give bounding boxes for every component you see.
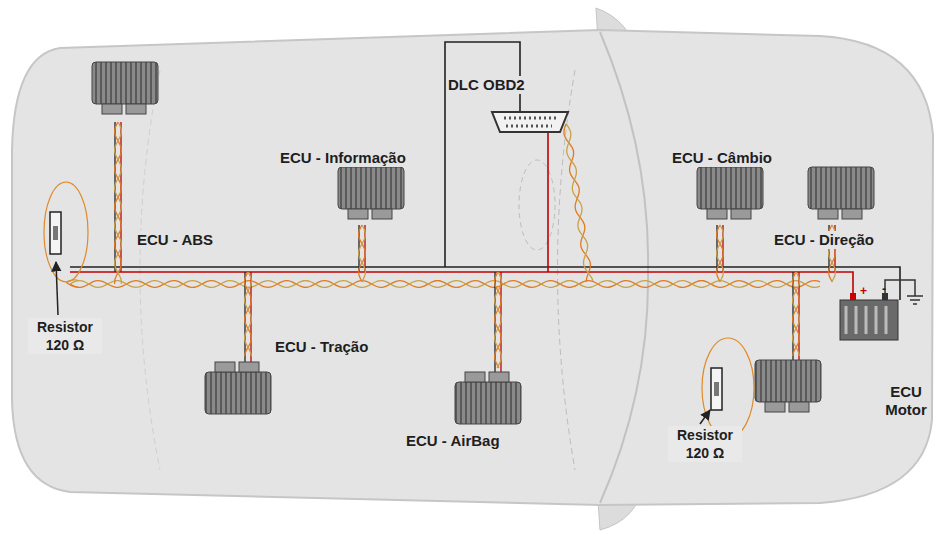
can-twisted-pair <box>245 272 252 356</box>
can-twisted-pair <box>115 122 122 284</box>
resistor-label: Resistor 120 Ω <box>28 318 102 354</box>
ecu-module <box>455 372 521 424</box>
node-text: DLC OBD2 <box>446 76 527 94</box>
ecu-label: ECU - Direção <box>772 231 876 249</box>
can-twisted-pair <box>66 282 77 287</box>
can-twisted-pair <box>495 272 502 368</box>
ground-symbol <box>885 280 923 304</box>
label-text: Resistor 120 Ω <box>668 426 742 462</box>
label-text: Resistor 120 Ω <box>28 318 102 354</box>
ecu-label: ECU Motor <box>882 383 930 419</box>
ecu-label: ECU - Informação <box>278 149 408 167</box>
can-twisted-pair <box>717 225 724 282</box>
power-wire <box>70 267 900 300</box>
steering-wheel <box>519 160 555 250</box>
node-text: ECU - Direção <box>772 231 876 249</box>
resistor-symbol <box>700 338 754 438</box>
power-wire <box>70 272 853 293</box>
ecu-module <box>808 167 874 219</box>
can-twisted-pair <box>793 272 800 356</box>
car-body <box>12 30 933 505</box>
node-text: ECU - ABS <box>135 231 215 249</box>
battery-terminal: - <box>880 280 888 298</box>
ecu-module <box>92 62 158 114</box>
ecu-label: ECU - Tração <box>273 338 370 356</box>
rear-line <box>140 70 160 470</box>
node-text: ECU Motor <box>882 383 930 419</box>
ecu-label: ECU - AirBag <box>404 432 502 450</box>
ecu-label: DLC OBD2 <box>446 76 527 94</box>
can-twisted-pair <box>115 122 122 284</box>
resistor-symbol <box>44 182 88 315</box>
node-text: ECU - Câmbio <box>670 149 774 167</box>
can-twisted-pair <box>564 124 590 282</box>
ecu-module <box>697 167 763 219</box>
ecu-label: ECU - ABS <box>135 231 215 249</box>
label-text: - <box>880 280 888 298</box>
label-text: + <box>858 282 869 300</box>
ecu-module <box>205 362 271 414</box>
battery-terminal: + <box>858 282 869 300</box>
node-text: ECU - Tração <box>273 338 370 356</box>
can-twisted-pair <box>359 225 366 282</box>
ecu-module <box>338 167 404 219</box>
resistor-label: Resistor 120 Ω <box>668 426 742 462</box>
can-twisted-pair <box>245 272 252 356</box>
battery <box>840 280 923 340</box>
can-twisted-pair <box>717 225 724 282</box>
power-wire <box>547 132 549 272</box>
ecu-label: ECU - Câmbio <box>670 149 774 167</box>
can-twisted-pair <box>495 272 502 368</box>
node-text: ECU - Informação <box>278 149 408 167</box>
can-twisted-pair <box>70 281 820 288</box>
can-twisted-pair <box>70 281 820 288</box>
ecu-module <box>755 360 821 412</box>
can-twisted-pair <box>359 225 366 282</box>
obd-connector <box>492 112 568 132</box>
can-twisted-pair <box>793 272 800 356</box>
can-twisted-pair <box>566 124 593 281</box>
node-text: ECU - AirBag <box>404 432 502 450</box>
